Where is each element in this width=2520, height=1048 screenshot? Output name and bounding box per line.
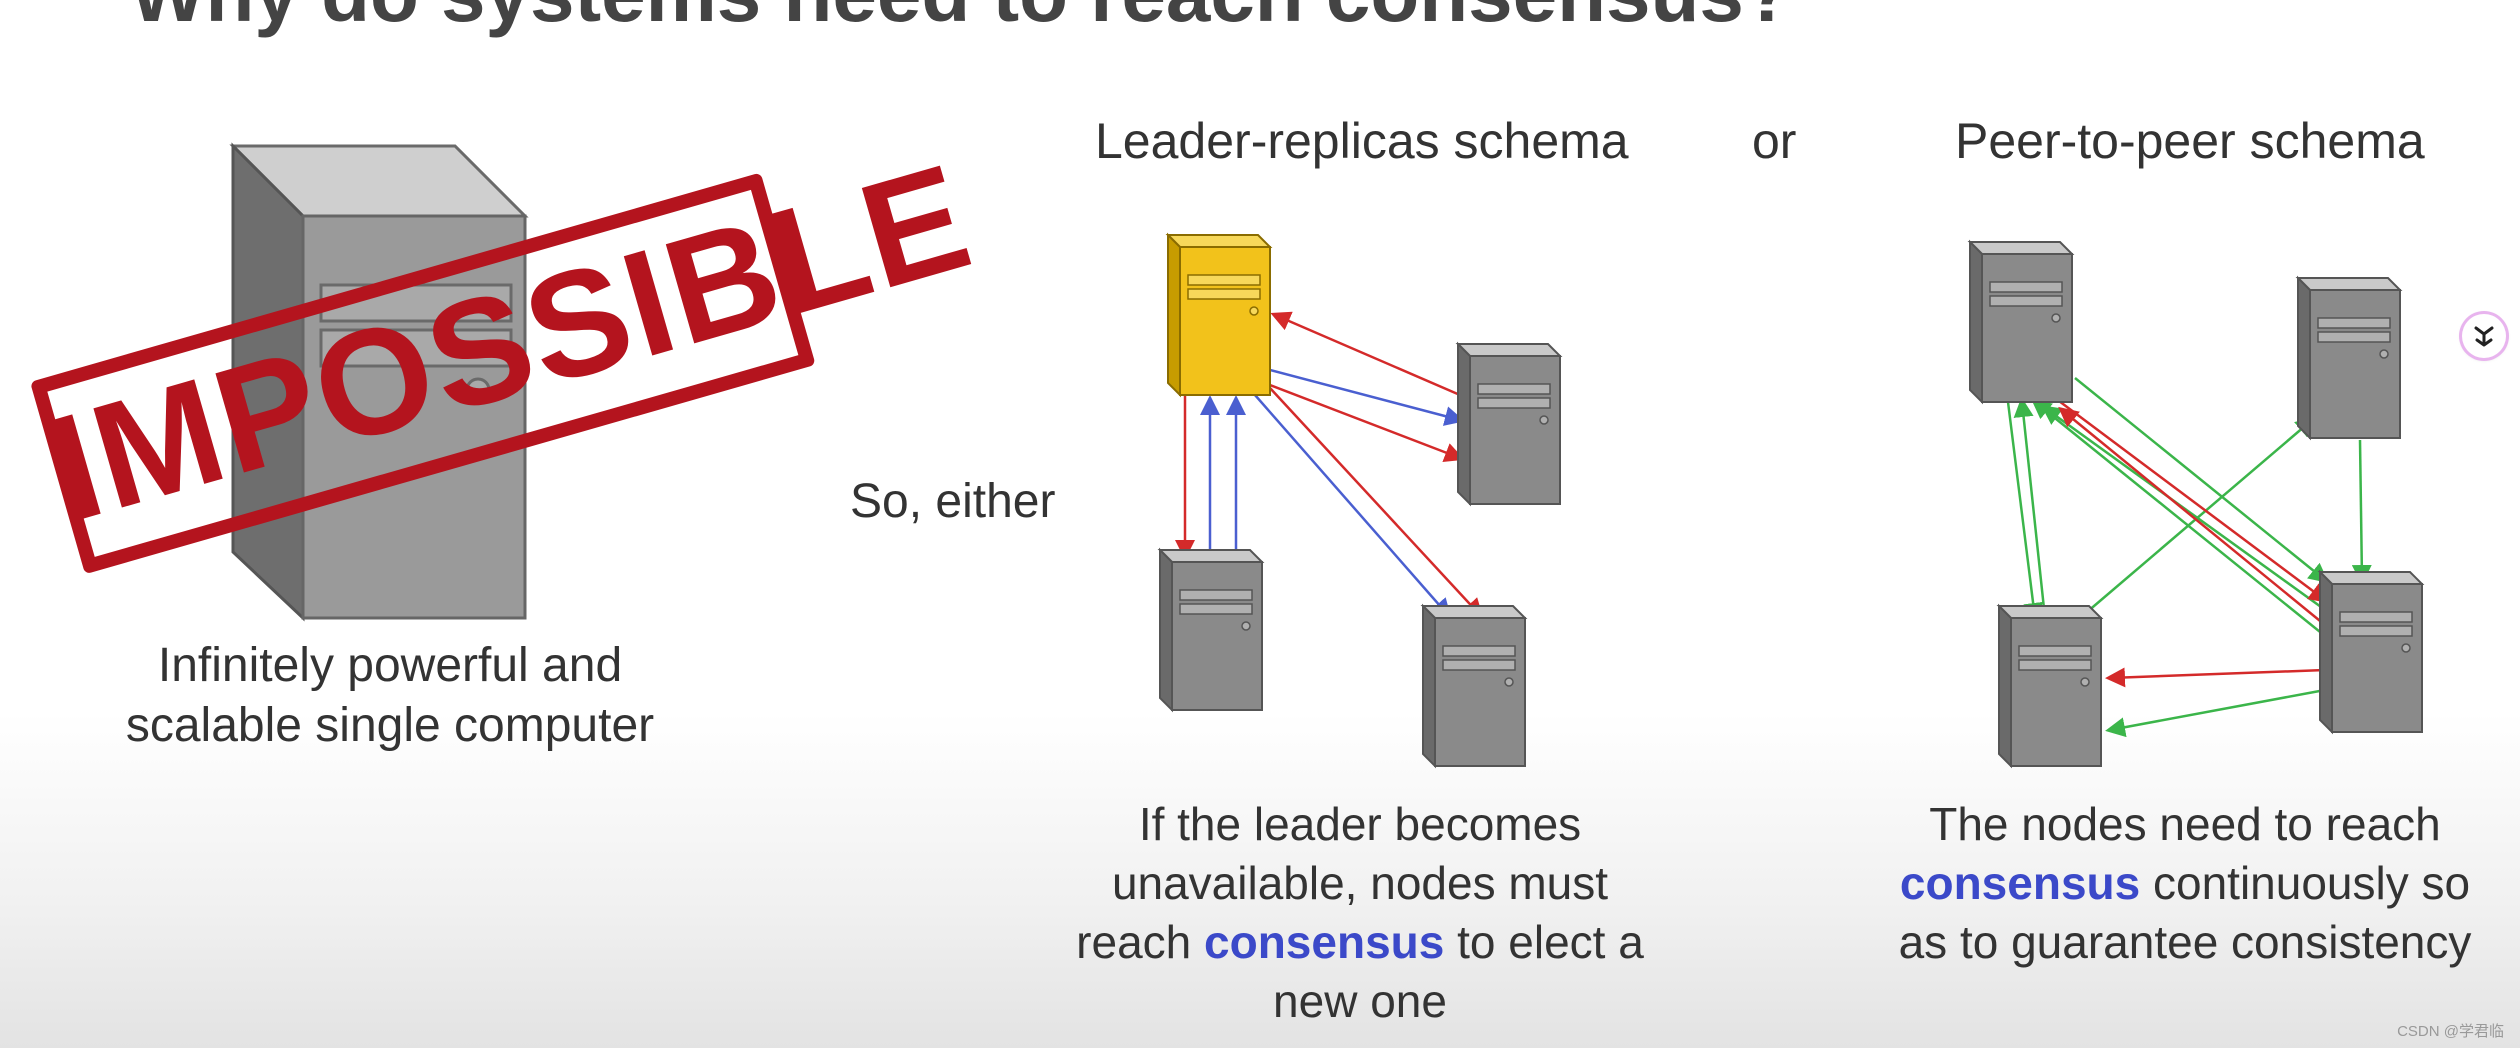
leader-replicas-note: If the leader becomes unavailable, nodes…: [1060, 795, 1660, 1031]
single-computer-server-icon: [229, 142, 529, 622]
leader-server-icon: [1167, 234, 1271, 396]
peer-server-icon: [1969, 241, 2073, 403]
leader-replicas-arrows: [1175, 311, 1484, 619]
leader-note-text-end: to elect a new one: [1273, 916, 1644, 1027]
replica-server-icon: [1422, 605, 1526, 767]
assistant-icon: [2474, 326, 2494, 347]
replica-server-icon: [1159, 549, 1263, 711]
peer-to-peer-arrows: [2006, 377, 2372, 738]
watermark: CSDN @学君临: [2397, 1023, 2504, 1040]
consensus-highlight: consensus: [1204, 916, 1445, 968]
ai-assistant-button[interactable]: [2462, 314, 2506, 358]
peer-server-icon: [2319, 571, 2423, 733]
consensus-highlight: consensus: [1899, 857, 2141, 909]
peer-note-text: The nodes need to reach: [1929, 798, 2441, 850]
slide-title: Why do systems need to reach consensus?: [130, 0, 1793, 40]
or-label: or: [1752, 113, 1797, 169]
leader-note-text: If the leader becomes unavailable, nodes…: [1076, 798, 1609, 968]
peer-to-peer-title: Peer-to-peer schema: [1955, 113, 2425, 169]
leader-replicas-title: Leader-replicas schema: [1095, 113, 1629, 169]
peer-server-icon: [1998, 605, 2102, 767]
peer-server-icon: [2297, 277, 2401, 439]
peer-to-peer-note: The nodes need to reach consensus contin…: [1875, 795, 2495, 972]
peer-note-text-end: continuously so as to guarantee consiste…: [1898, 857, 2472, 968]
single-computer-caption: Infinitely powerful and scalable single …: [125, 639, 655, 752]
replica-server-icon: [1457, 343, 1561, 505]
so-either-label: So, either: [850, 475, 1056, 528]
